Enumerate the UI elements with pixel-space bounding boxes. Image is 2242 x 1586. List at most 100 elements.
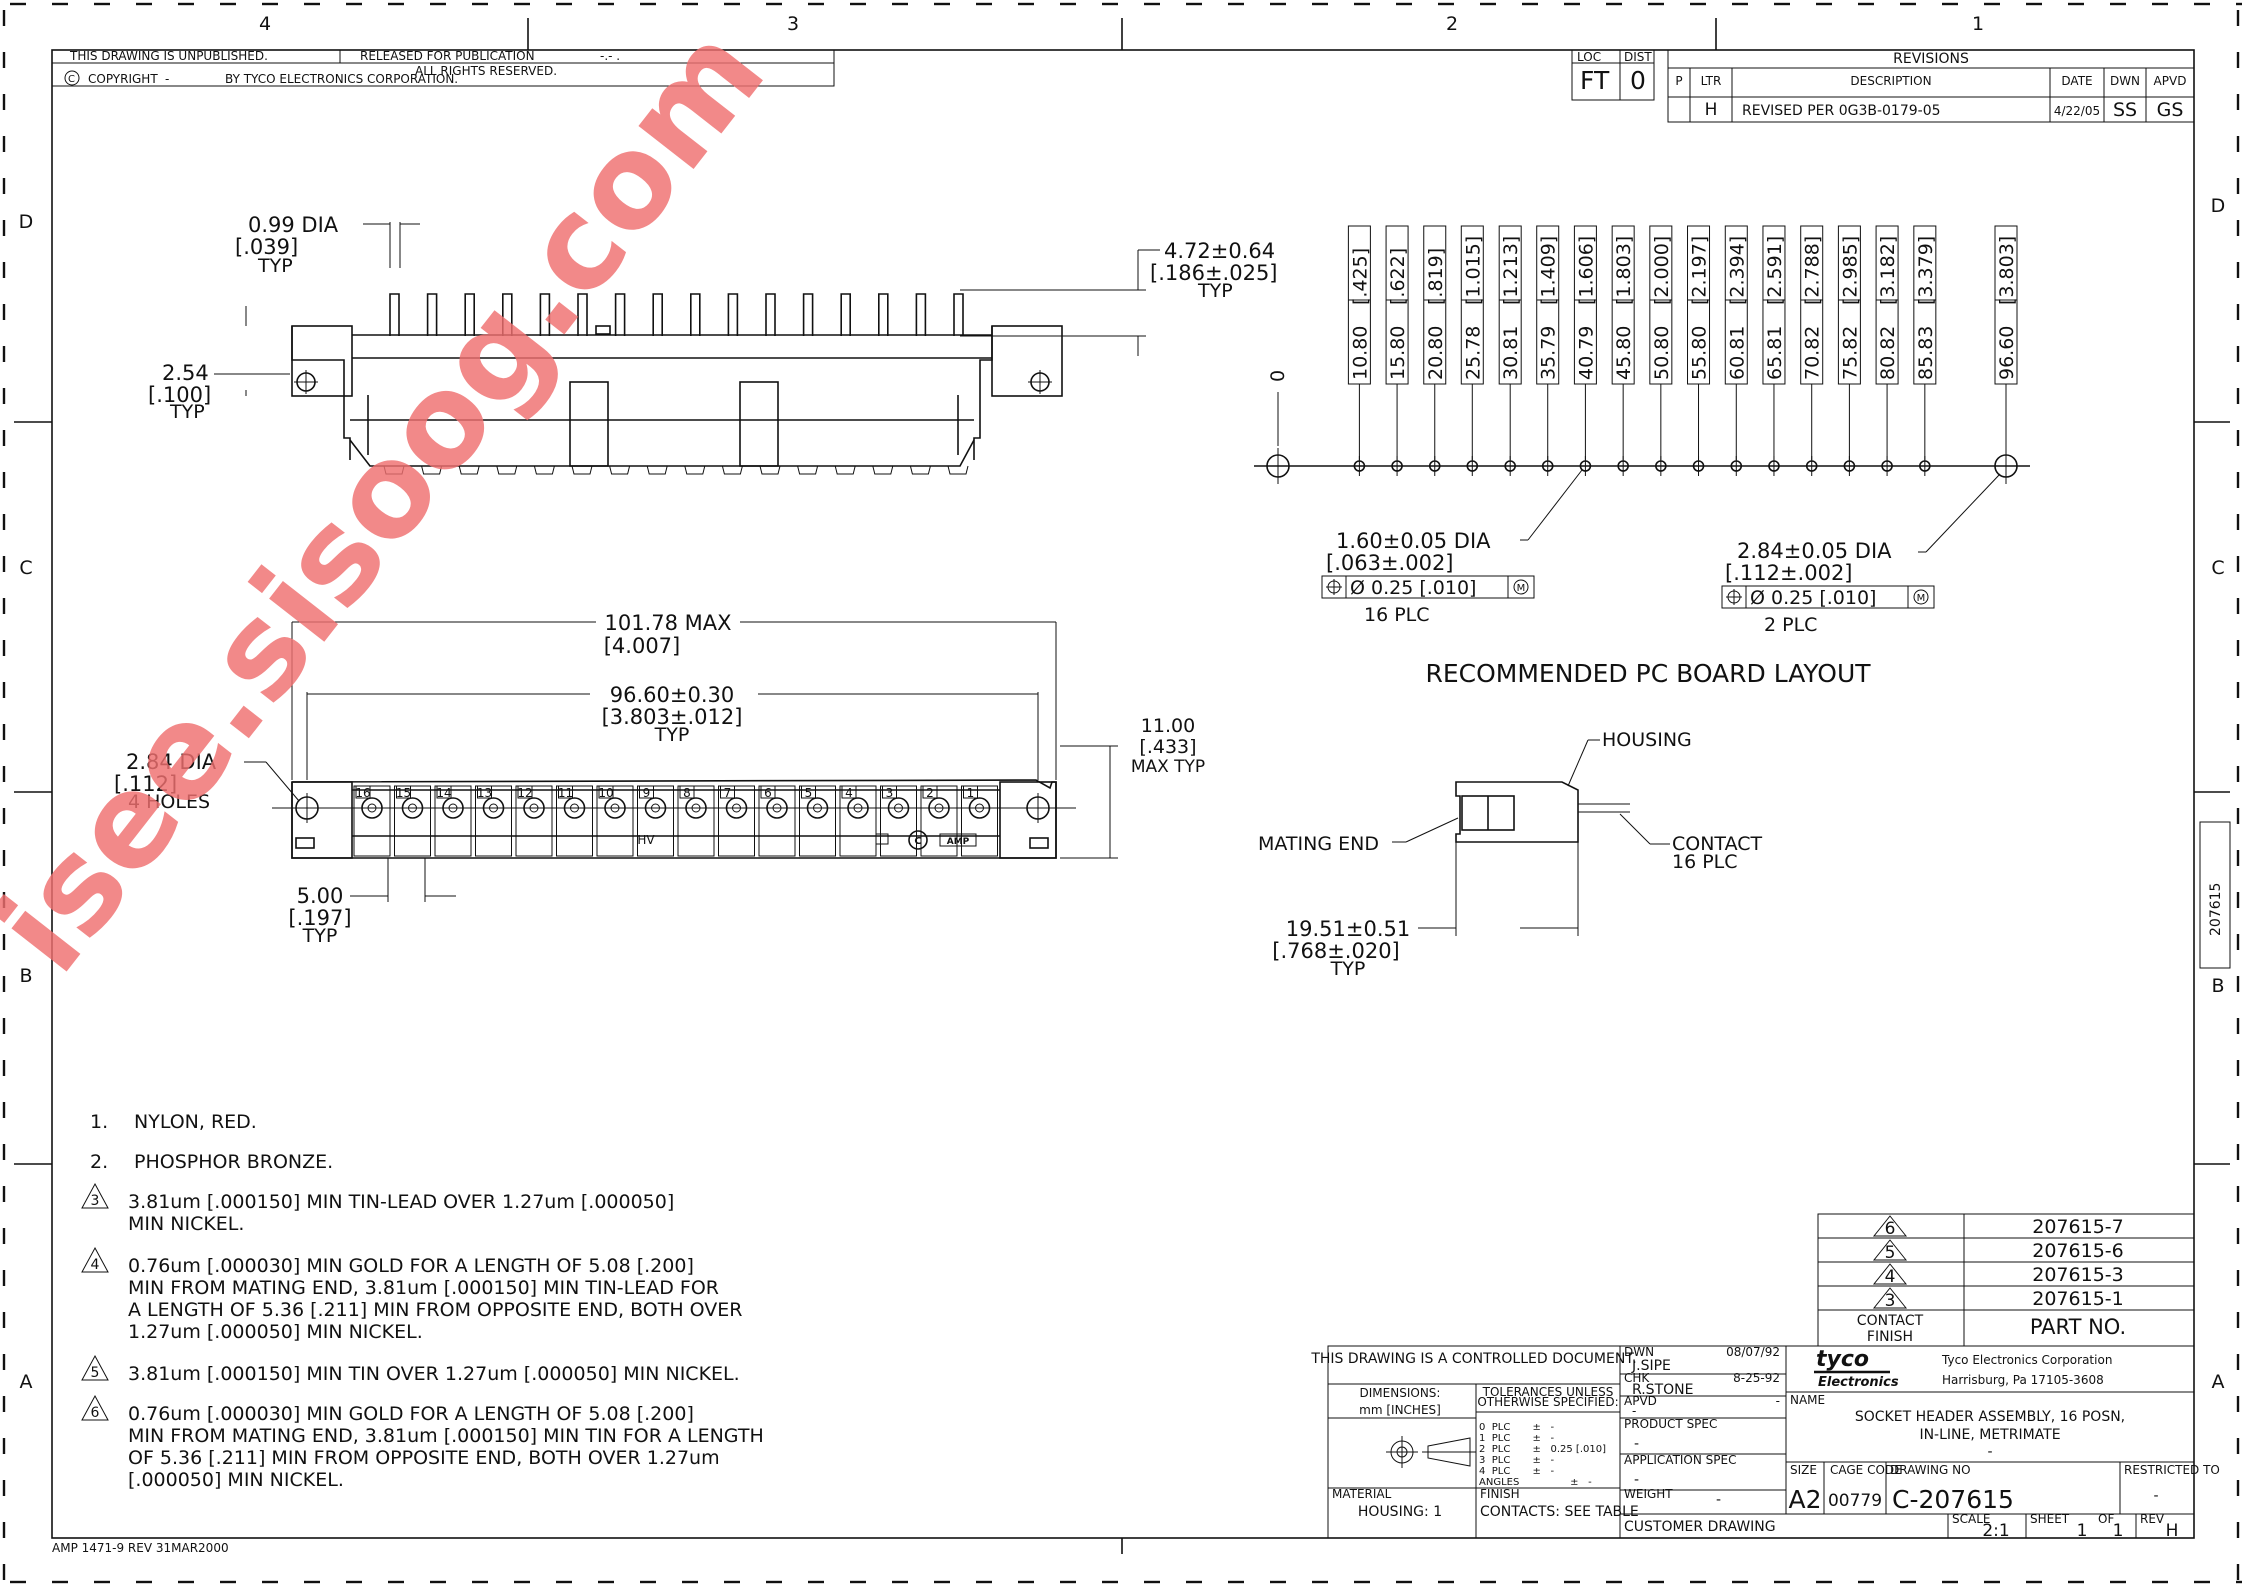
large-hole-dia-dim-inch: [.112±.002] [1725, 561, 1853, 585]
drawing-name-line2: IN-LINE, METRIMATE [1919, 1427, 2060, 1443]
side-tab: 207615 [2199, 821, 2231, 969]
copyright-dash: - [165, 72, 169, 86]
pin-tail [765, 293, 776, 336]
front-pitch-dim-inch: [.197] [288, 906, 351, 930]
zone-labels: 4 3 2 1 D C B A D C B A [19, 13, 2226, 1393]
pcb-position-mm: 15.80 [1387, 326, 1409, 380]
pin-bump [646, 465, 668, 475]
position-number: 12 [517, 786, 532, 800]
note-flag-icon [81, 1394, 109, 1421]
note-text: 0.76um [.000030] MIN GOLD FOR A LENGTH O… [128, 1403, 694, 1425]
pcb-position-label: 25.78[1.015] [1460, 225, 1484, 385]
top-view: 0.99 DIA [.039] TYP 2.54 [.100] TYP 4.72… [148, 213, 1278, 475]
rev-header-ltr: LTR [1701, 74, 1722, 88]
apvd-date: - [1776, 1394, 1780, 1408]
pin-bump [909, 465, 931, 475]
pcb-position-inch: [1.606] [1575, 236, 1597, 305]
position-number: 4 [845, 786, 853, 800]
finish-flag-icon [1872, 1263, 1908, 1285]
dist-value: 0 [1630, 66, 1646, 95]
rev-header-p: P [1675, 74, 1682, 88]
company-address: Harrisburg, Pa 17105-3608 [1942, 1373, 2104, 1387]
pin-dia-dim-inch: [.039] [235, 235, 298, 259]
finish-flag-icon [1872, 1215, 1908, 1237]
unpublished-text: THIS DRAWING IS UNPUBLISHED. [69, 49, 268, 63]
tyco-logo: tyco [1816, 1347, 1869, 1372]
scale-value: 2:1 [1982, 1521, 2009, 1541]
tolerance-header-2: OTHERWISE SPECIFIED: [1477, 1395, 1618, 1409]
pcb-position-label: 20.80[.819] [1423, 225, 1447, 385]
note-text: A LENGTH OF 5.36 [.211] MIN FROM OPPOSIT… [128, 1299, 743, 1321]
zone-row-a-right: A [2212, 1371, 2225, 1393]
pcb-position-label: 30.81[1.213] [1498, 225, 1522, 385]
mating-end-callout: MATING END [1258, 833, 1379, 855]
drawing-no-label: DRAWING NO [1890, 1463, 1971, 1477]
contact-cavity: 1 [961, 785, 998, 857]
note-item: 1.NYLON, RED. [90, 1111, 257, 1133]
pcb-position-inch: [1.015] [1462, 236, 1484, 305]
pcb-position-label: 45.80[1.803] [1611, 225, 1635, 385]
dist-label: DIST [1624, 50, 1652, 64]
note-number: 4 [91, 1257, 100, 1273]
contact-cavity: 8 [677, 785, 715, 857]
pin-bump [684, 465, 706, 475]
copyright-by: BY TYCO ELECTRONICS CORPORATION. [225, 72, 458, 86]
pin-tail [577, 293, 588, 336]
pin-bump [872, 465, 894, 475]
zone-row-b-left: B [19, 965, 32, 987]
zone-col-4-top: 4 [259, 13, 271, 35]
pin-tail [652, 293, 663, 336]
tolerance-row: 0 PLC ± - [1479, 1422, 1554, 1433]
zone-dividers [14, 18, 2230, 1554]
finish-code: 4 [1885, 1267, 1896, 1287]
tolerance-row: 3 PLC ± - [1479, 1455, 1554, 1466]
revisions-block: REVISIONS P LTR DESCRIPTION DATE DWN APV… [1667, 49, 2195, 123]
height-typ: MAX TYP [1131, 757, 1205, 777]
pcb-position-mm: 30.81 [1500, 326, 1522, 380]
part-number: 207615-7 [2032, 1216, 2123, 1238]
pcb-position-mm: 45.80 [1613, 326, 1635, 380]
pcb-position-mm: 85.83 [1915, 326, 1937, 380]
pitch-dim: 2.54 [162, 361, 209, 385]
drawing-name-line1: SOCKET HEADER ASSEMBLY, 16 POSN, [1855, 1409, 2125, 1425]
position-number: 7 [724, 786, 732, 800]
zone-col-2-top: 2 [1446, 13, 1458, 35]
contact-cavity: 10 [596, 785, 634, 857]
tolerance-row: 1 PLC ± - [1479, 1433, 1554, 1444]
tail-length-dim: 4.72±0.64 [1164, 239, 1275, 263]
scale-label: SCALE [1952, 1512, 1990, 1526]
dwn-label: DWN [1624, 1345, 1654, 1359]
finish-flag-icon [1872, 1287, 1908, 1309]
pcb-position-inch: [2.788] [1802, 236, 1824, 305]
pin-bump [571, 465, 593, 475]
side-length-typ: TYP [1330, 958, 1366, 980]
restricted-label: RESTRICTED TO [2124, 1463, 2220, 1477]
apvd-label: APVD [1624, 1394, 1657, 1408]
product-spec-label: PRODUCT SPEC [1624, 1417, 1717, 1431]
pin-tail [502, 293, 513, 336]
pin-bump [721, 465, 743, 475]
pin-dia-typ: TYP [257, 255, 293, 277]
chk-date: 8-25-92 [1733, 1371, 1780, 1385]
title-block: THIS DRAWING IS A CONTROLLED DOCUMENT. D… [1310, 1345, 2220, 1541]
pcb-position-mm: 40.79 [1575, 326, 1597, 380]
contact-cavity: 7 [718, 785, 755, 857]
pin-bump [609, 465, 631, 475]
hole-dia-dim-inch: [.112] [114, 772, 177, 796]
pcb-position-inch: [2.591] [1764, 236, 1786, 305]
note-text: NYLON, RED. [134, 1111, 257, 1133]
svg-text:C: C [68, 74, 75, 85]
pcb-position-mm: 50.80 [1651, 326, 1673, 380]
zone-col-1-top: 1 [1972, 13, 1984, 35]
pin-tail [464, 293, 475, 336]
pin-bump [759, 465, 781, 475]
revisions-title: REVISIONS [1893, 51, 1969, 67]
cage-code-value: 00779 [1828, 1491, 1882, 1511]
note-text: 3.81um [.000150] MIN TIN OVER 1.27um [.0… [128, 1363, 740, 1385]
zone-row-a-left: A [20, 1371, 33, 1393]
